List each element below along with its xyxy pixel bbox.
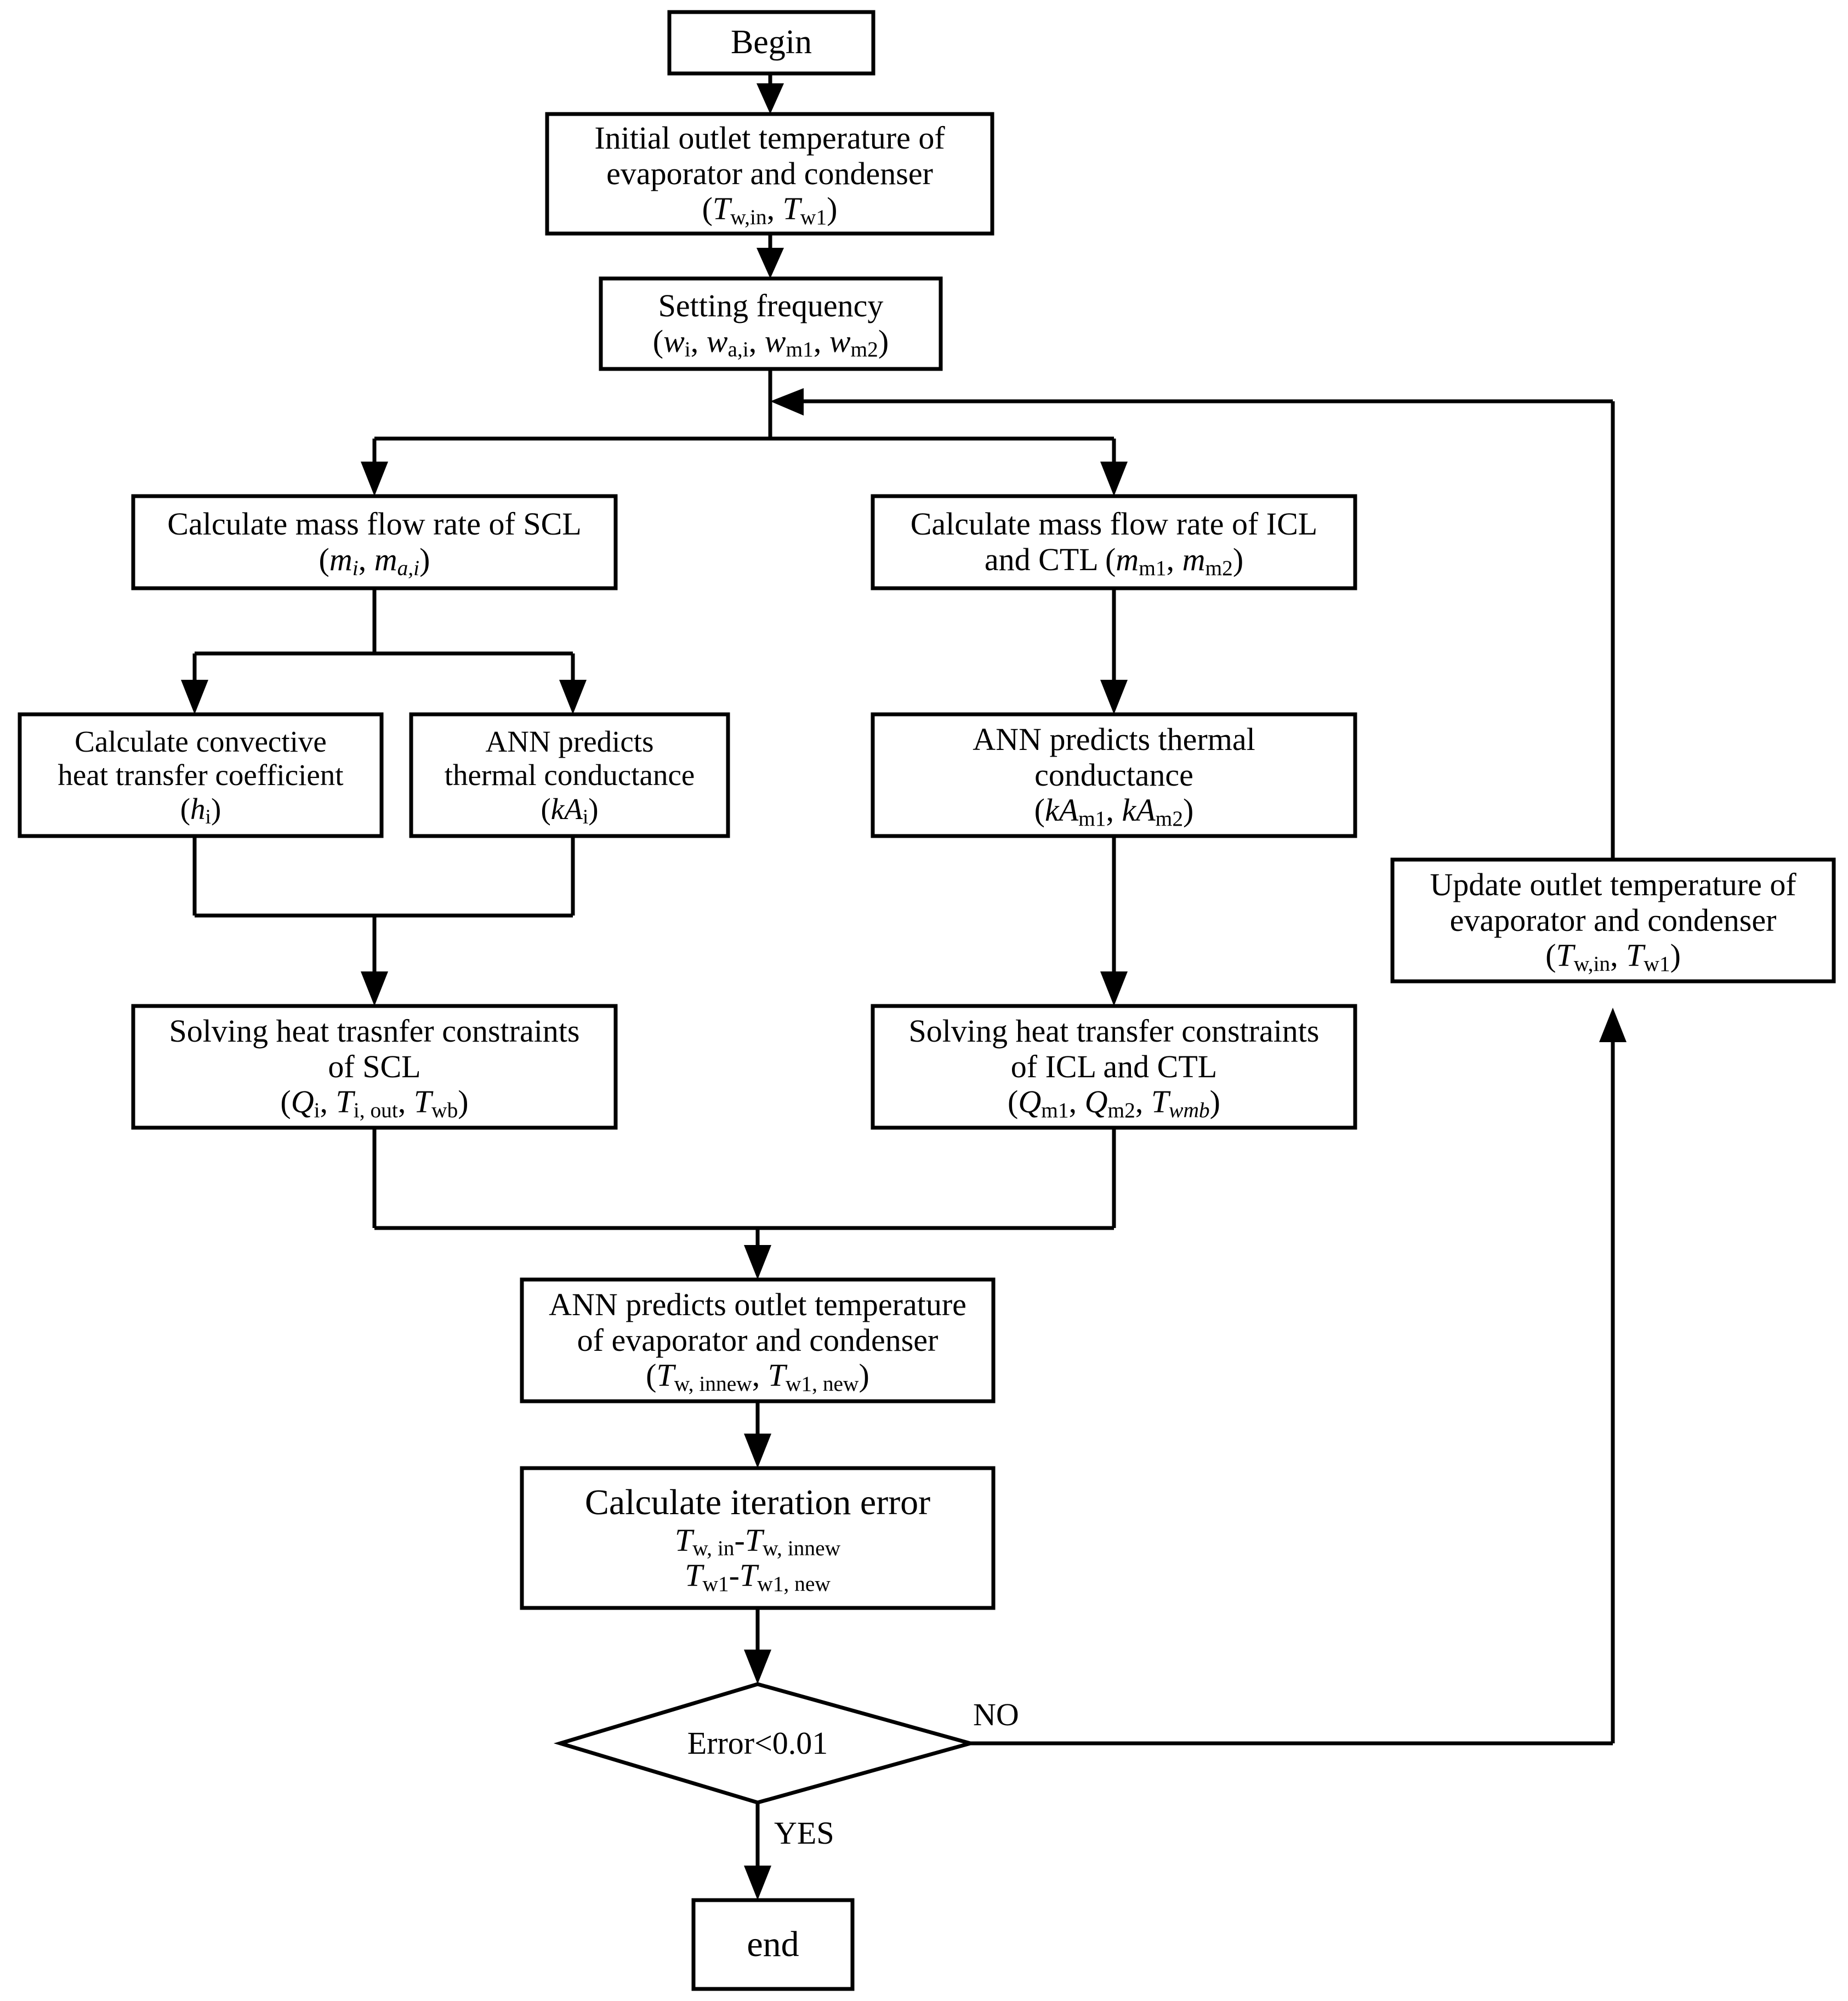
arrowhead-scl-right [559,680,587,714]
arrowhead-decision-yes [744,1866,771,1900]
node-iteration-error-shape[interactable] [520,1466,996,1610]
arrowhead-annicl-to-solve [1100,971,1128,1006]
node-solve-scl-shape[interactable] [131,1004,618,1130]
arrowhead-initial-to-setting [757,248,784,278]
arrowhead-begin-to-initial [757,83,784,114]
edge-label-no: NO [973,1697,1019,1732]
arrowhead-merge-outlet [744,1245,771,1280]
edge-label-yes: YES [774,1815,834,1851]
arrowhead-no-to-update [1599,1008,1627,1042]
node-setting-frequency-shape[interactable] [599,276,943,371]
arrowhead-error-to-decision [744,1650,771,1684]
arrowhead-merge-scl [361,971,388,1006]
arrowhead-split-right [1100,462,1128,496]
arrowhead-scl-left [181,680,208,714]
node-solve-icl-ctl-shape[interactable] [871,1004,1357,1130]
arrowhead-split-left [361,462,388,496]
node-convective-coeff-shape[interactable] [18,712,384,838]
node-decision-error-shape[interactable] [553,1682,978,1805]
node-mass-flow-scl-shape[interactable] [131,494,618,590]
node-mass-flow-icl-ctl-shape[interactable] [871,494,1357,590]
node-ann-conductance-icl-shape[interactable] [871,712,1357,838]
arrowhead-icl-to-ann [1100,680,1128,714]
node-update-temp-shape[interactable] [1390,857,1836,984]
node-begin-shape[interactable] [667,10,875,76]
node-initial-temp-shape[interactable] [545,112,994,236]
node-ann-outlet-temp-shape[interactable] [520,1277,996,1403]
arrowhead-outlet-to-error [744,1434,771,1468]
node-ann-conductance-scl-shape[interactable] [409,712,730,838]
node-end-shape[interactable] [691,1898,855,1991]
